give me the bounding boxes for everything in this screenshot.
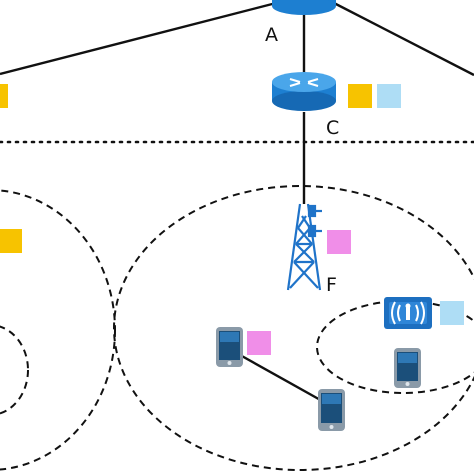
coverage-cell-f (113, 185, 474, 471)
color-tags (0, 84, 464, 355)
router-icon (272, 72, 336, 111)
router-c[interactable]: C (272, 72, 339, 139)
link-a-right (331, 0, 474, 77)
tower-f-label: F (326, 274, 337, 296)
tag-yellow-left-top (0, 84, 8, 108)
tag-yellow-c (348, 84, 372, 108)
phone-2[interactable] (318, 389, 345, 431)
tag-light-blue-ap (440, 301, 464, 325)
smartphone-icon (394, 348, 421, 388)
tower-f[interactable]: F (286, 203, 337, 296)
wireless-access-point-icon (384, 297, 432, 329)
coverage-left-small (0, 325, 29, 415)
tag-light-blue-c (377, 84, 401, 108)
tag-pink-phone (247, 331, 271, 355)
links (0, 0, 474, 404)
router-a[interactable]: A (265, 0, 336, 46)
tag-pink-f (327, 230, 351, 254)
link-a-left (0, 0, 281, 76)
router-icon (272, 0, 336, 15)
link-phone-phone (239, 353, 325, 404)
router-a-label: A (265, 24, 278, 46)
cell-tower-icon (286, 203, 322, 291)
coverage-left-large (0, 189, 116, 471)
smartphone-icon (216, 327, 243, 367)
phone-1[interactable] (216, 327, 243, 367)
router-c-label: C (326, 117, 339, 139)
phone-3[interactable] (394, 348, 421, 388)
smartphone-icon (318, 389, 345, 431)
tag-yellow-left-mid (0, 229, 22, 253)
access-point[interactable] (384, 297, 432, 329)
